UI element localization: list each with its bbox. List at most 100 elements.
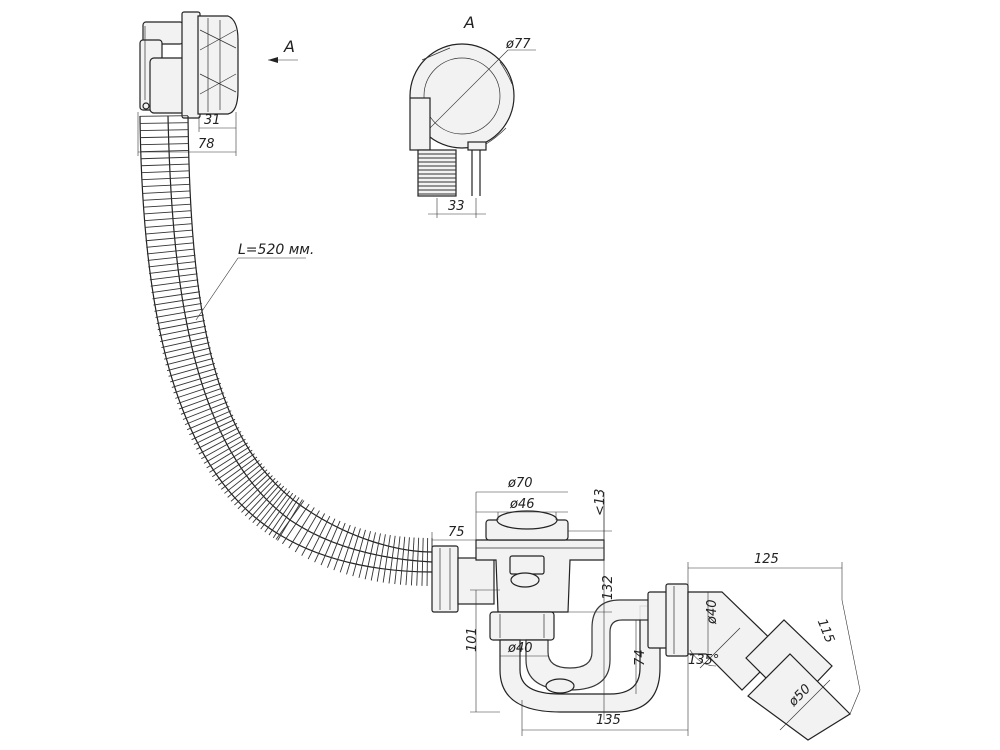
lower-dimensions: ø70 ø46 <13 75 132 101 ø40 74 135 bbox=[431, 476, 861, 736]
hose-rib bbox=[139, 115, 189, 117]
view-a-front: A ø77 33 bbox=[409, 13, 536, 218]
hose-rib bbox=[394, 536, 401, 585]
hose-rib bbox=[388, 535, 396, 584]
hose-rib bbox=[272, 497, 300, 539]
hose-rib bbox=[410, 537, 415, 586]
hose-rib bbox=[346, 528, 361, 575]
hose-rib bbox=[294, 510, 320, 553]
hose-rib bbox=[182, 401, 228, 420]
hose-rib bbox=[153, 297, 201, 306]
hose-rib bbox=[176, 387, 223, 405]
dimension-135: 135 bbox=[596, 713, 621, 728]
hose-rib bbox=[156, 314, 204, 325]
hose-rib bbox=[147, 254, 196, 261]
hose-rib bbox=[141, 163, 190, 167]
hose-rib bbox=[142, 197, 191, 201]
hose-rib bbox=[160, 331, 208, 343]
hose-rib bbox=[164, 347, 211, 360]
hose-rib bbox=[201, 435, 244, 460]
hose-rib bbox=[144, 223, 193, 228]
hose-rib bbox=[140, 149, 189, 153]
hose-rib bbox=[209, 446, 251, 473]
hose-rib bbox=[214, 453, 255, 482]
hose-rib bbox=[268, 495, 297, 536]
hose-length-label: L=520 мм. bbox=[238, 242, 314, 258]
hose-rib bbox=[141, 183, 190, 188]
flexible-hose bbox=[139, 115, 433, 587]
view-a-title: A bbox=[463, 13, 475, 32]
hose-rib bbox=[248, 483, 282, 520]
view-arrow-a: A bbox=[268, 37, 298, 63]
hose-rib bbox=[314, 518, 336, 563]
hose-rib bbox=[173, 378, 220, 394]
hose-rib bbox=[155, 308, 203, 318]
hose-rib bbox=[145, 236, 194, 242]
hose-rib bbox=[220, 459, 260, 490]
dimension-70: ø70 bbox=[507, 476, 533, 491]
dimension-31-78: 31 78 bbox=[137, 112, 237, 156]
dimension-40-lower: ø40 bbox=[507, 641, 533, 656]
dimension-125: 125 bbox=[754, 552, 779, 567]
hose-rib bbox=[288, 507, 315, 549]
hose-rib bbox=[364, 532, 376, 580]
hose-rib bbox=[333, 524, 351, 571]
view-arrow-label: A bbox=[283, 37, 295, 56]
hose-rib bbox=[301, 513, 326, 556]
hose-rib bbox=[352, 529, 366, 577]
hose-rib bbox=[198, 431, 242, 455]
hose-rib bbox=[376, 534, 386, 582]
dimension-135-degrees: 135° bbox=[688, 653, 719, 668]
hose-rib bbox=[275, 500, 305, 540]
dimension-74: 74 bbox=[633, 649, 648, 666]
hose-rib bbox=[203, 438, 246, 464]
hose-rib bbox=[264, 492, 294, 533]
hose-rib bbox=[140, 129, 189, 131]
hose-rib bbox=[162, 342, 210, 354]
hose-rib bbox=[252, 485, 285, 524]
hose-rib bbox=[142, 190, 191, 194]
hose-rib bbox=[421, 537, 424, 586]
hose-rib bbox=[234, 472, 271, 506]
hose-rib bbox=[178, 392, 225, 410]
hose-rib bbox=[189, 414, 234, 436]
hose-rib bbox=[405, 537, 410, 586]
hose-rib bbox=[154, 303, 202, 312]
hose-rib bbox=[149, 267, 197, 274]
hose-rib bbox=[320, 520, 341, 566]
hose-rib bbox=[146, 248, 195, 255]
hose-rib bbox=[426, 537, 429, 586]
dimension-33: 33 bbox=[448, 199, 465, 214]
hose-rib bbox=[370, 533, 381, 581]
dimension-78: 78 bbox=[198, 137, 215, 152]
dimension-40-outlet: ø40 bbox=[705, 600, 720, 626]
hose-rib bbox=[141, 170, 190, 174]
dimension-115: 115 bbox=[814, 617, 837, 646]
hose-rib bbox=[206, 442, 248, 469]
hose-rib bbox=[140, 122, 189, 124]
hose-rib bbox=[241, 477, 276, 513]
hose-rib bbox=[141, 177, 190, 181]
hose-rib bbox=[150, 279, 199, 287]
hose-rib bbox=[145, 229, 193, 235]
hose-rib bbox=[143, 210, 192, 215]
hose-rib bbox=[282, 503, 310, 545]
hose-rib bbox=[152, 291, 201, 300]
hose-rib bbox=[307, 515, 331, 560]
hose-rib bbox=[149, 273, 198, 281]
hose-rib bbox=[140, 156, 189, 160]
hose-rib bbox=[244, 480, 279, 517]
hose-rib bbox=[416, 537, 420, 586]
hose-rib bbox=[166, 357, 214, 372]
hose-rib bbox=[140, 136, 189, 139]
hose-rib bbox=[227, 466, 265, 498]
hose-rib bbox=[168, 363, 215, 377]
hose-rib bbox=[327, 522, 346, 568]
hose-rib bbox=[186, 410, 232, 431]
dimension-132: 132 bbox=[601, 575, 616, 600]
hose-rib bbox=[170, 368, 217, 383]
hose-rib bbox=[224, 463, 263, 494]
hose-rib bbox=[184, 405, 230, 426]
hose-rib bbox=[180, 396, 227, 415]
dimension-31: 31 bbox=[204, 113, 221, 128]
